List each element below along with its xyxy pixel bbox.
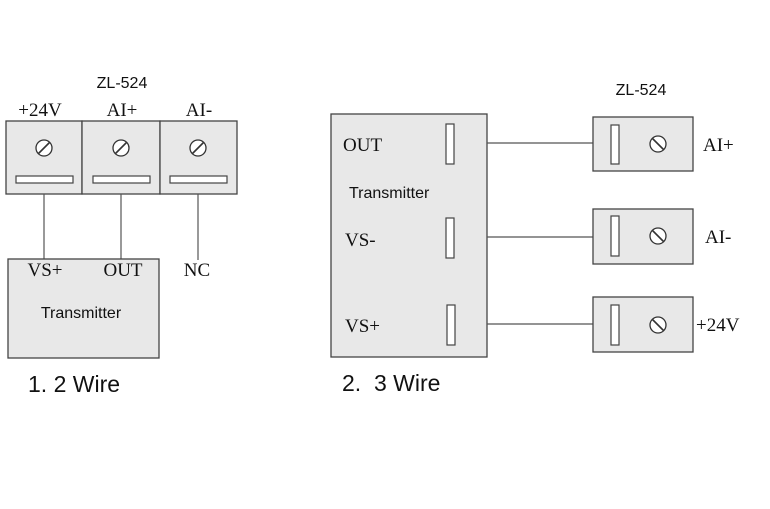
- transmitter-pin-nc: NC: [184, 260, 210, 281]
- wire-slot: [92, 175, 151, 184]
- screw-icon: [649, 135, 667, 153]
- terminal-ai-minus: [592, 208, 694, 265]
- screw-icon: [35, 139, 53, 157]
- wire-slot: [610, 215, 620, 257]
- three-wire-caption: 2. 3 Wire: [342, 370, 440, 396]
- wire-slot: [445, 123, 455, 165]
- wire-slot: [446, 304, 456, 346]
- screw-icon: [649, 316, 667, 334]
- transmitter-label: Transmitter: [41, 305, 122, 322]
- terminal-label-ai-minus: AI-: [705, 227, 731, 248]
- terminal-label-ai-plus: AI+: [107, 100, 138, 121]
- transmitter-pin-out: OUT: [343, 135, 382, 156]
- wire-slot: [610, 304, 620, 346]
- terminal-label-24v: +24V: [696, 315, 740, 336]
- terminal-label-ai-minus: AI-: [186, 100, 212, 121]
- two-wire-caption: 1. 2 Wire: [28, 371, 120, 397]
- three-wire-diagram: ZL-524 OUT Transmitter VS- VS+: [330, 82, 740, 396]
- transmitter-pin-vs-minus: VS-: [345, 230, 376, 251]
- two-wire-diagram: ZL-524 +24V AI+ AI-: [5, 75, 238, 397]
- screw-icon: [649, 227, 667, 245]
- transmitter-box: [330, 113, 488, 358]
- transmitter-pin-vs-plus: VS+: [345, 316, 380, 337]
- two-wire-module-label: ZL-524: [97, 75, 148, 92]
- terminal-label-24v: +24V: [18, 100, 62, 121]
- wire-slot: [15, 175, 74, 184]
- terminal-24v: [592, 296, 694, 353]
- wire-slot: [169, 175, 228, 184]
- terminal-label-ai-plus: AI+: [703, 135, 734, 156]
- transmitter-box: [7, 258, 160, 359]
- wire-slot: [610, 124, 620, 165]
- screw-icon: [112, 139, 130, 157]
- transmitter-label: Transmitter: [349, 185, 430, 202]
- three-wire-module-label: ZL-524: [616, 82, 667, 99]
- transmitter-pin-vs-plus: VS+: [27, 260, 62, 281]
- zl524-terminal-block: [5, 120, 238, 195]
- wire-slot: [445, 217, 455, 259]
- screw-icon: [189, 139, 207, 157]
- terminal-ai-plus: [592, 116, 694, 172]
- transmitter-pin-out: OUT: [103, 260, 142, 281]
